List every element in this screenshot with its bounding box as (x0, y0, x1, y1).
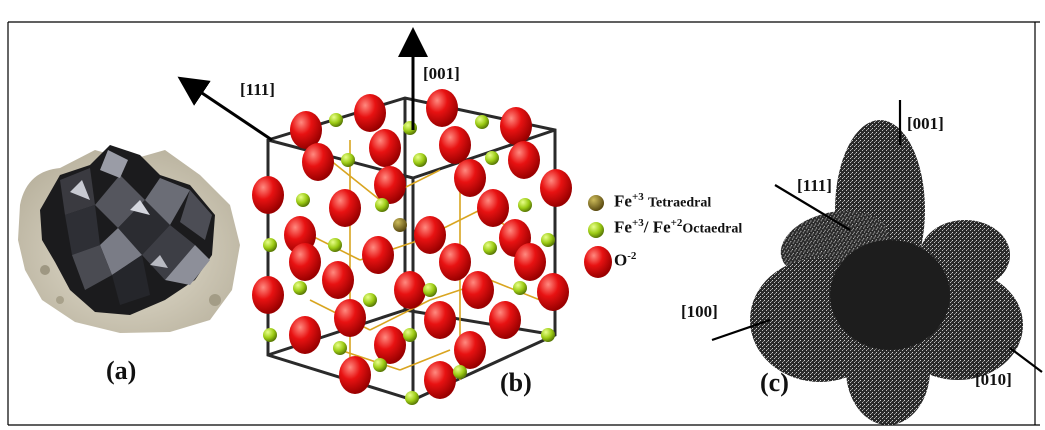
panel-b-label: (b) (500, 368, 532, 397)
axis-label-c-111: [111] (797, 176, 832, 195)
oxygen-ions (252, 89, 572, 399)
iron-ions (263, 113, 555, 405)
magnetite-crystal-photo (18, 145, 240, 333)
legend-tet-marker (588, 195, 604, 211)
panel-c-axes (711, 100, 1043, 373)
legend-oxygen: O-2 (614, 250, 637, 270)
panel-a-label: (a) (106, 356, 137, 385)
legend-oxygen-marker (584, 246, 612, 278)
legend-oct-marker (588, 222, 604, 238)
axis-label-c-010: [010] (975, 370, 1012, 389)
legend-octaedral: Fe+3/ Fe+2Octaedral (614, 217, 743, 237)
axis-label-b-001: [001] (423, 64, 460, 83)
axis-label-c-100: [100] (681, 302, 718, 321)
axis-label-c-001: [001] (907, 114, 944, 133)
axis-label-b-111: [111] (240, 80, 275, 99)
panel-c-label: (c) (760, 368, 789, 397)
legend-tetraedral: Fe+3 Tetraedral (614, 191, 712, 211)
anisotropy-energy-surface (750, 120, 1023, 425)
axis-111-arrow (177, 76, 273, 142)
